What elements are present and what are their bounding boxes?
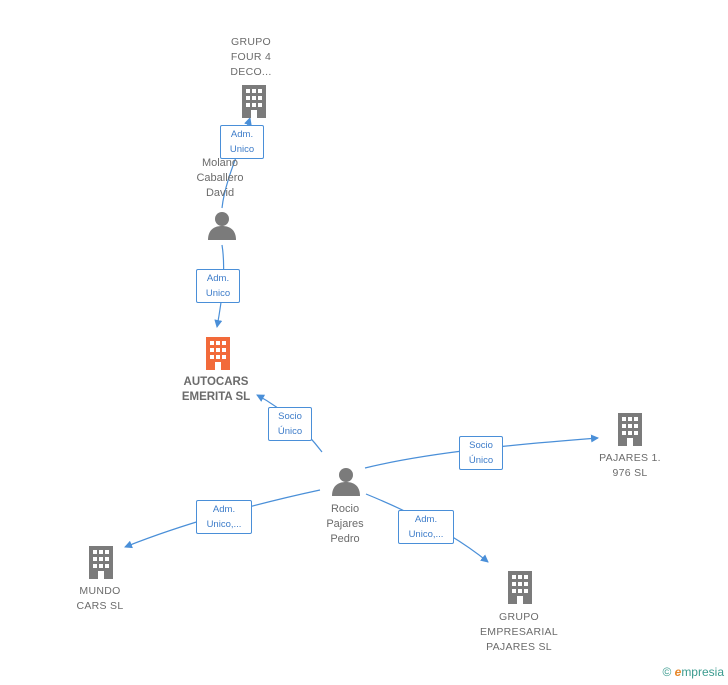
building-icon[interactable] (614, 412, 646, 446)
node-label-grupo-empresarial[interactable]: GRUPO EMPRESARIAL PAJARES SL (480, 611, 558, 653)
person-icon[interactable] (330, 466, 362, 496)
edge-label-socio-unico: Socio Único (459, 436, 503, 470)
copyright-symbol: © (662, 665, 672, 679)
node-label-mundo-cars[interactable]: MUNDO CARS SL (76, 585, 124, 612)
brand-watermark: © empresia (662, 665, 724, 679)
node-label-pajares-1976[interactable]: PAJARES 1. 976 SL (599, 452, 661, 479)
edge-label-adm-unico: Adm. Unico (196, 269, 240, 303)
edge-label-adm-unico-more: Adm. Unico,... (196, 500, 252, 534)
edge-label-adm-unico: Adm. Unico (220, 125, 264, 159)
node-label-rocio[interactable]: Rocio Pajares Pedro (326, 503, 364, 545)
node-label-molano[interactable]: Molano Caballero David (196, 157, 244, 199)
brand-name: mpresia (681, 665, 724, 679)
building-icon[interactable] (238, 84, 270, 118)
edge-label-adm-unico-more: Adm. Unico,... (398, 510, 454, 544)
node-label-autocars[interactable]: AUTOCARS EMERITA SL (181, 376, 251, 403)
node-label-grupo-four[interactable]: GRUPO FOUR 4 DECO... (230, 36, 272, 78)
edge-label-socio-unico: Socio Único (268, 407, 312, 441)
person-icon[interactable] (206, 210, 238, 240)
building-icon[interactable] (504, 570, 536, 604)
brand-initial: e (674, 665, 682, 679)
building-icon[interactable] (202, 336, 234, 370)
building-icon[interactable] (85, 545, 117, 579)
